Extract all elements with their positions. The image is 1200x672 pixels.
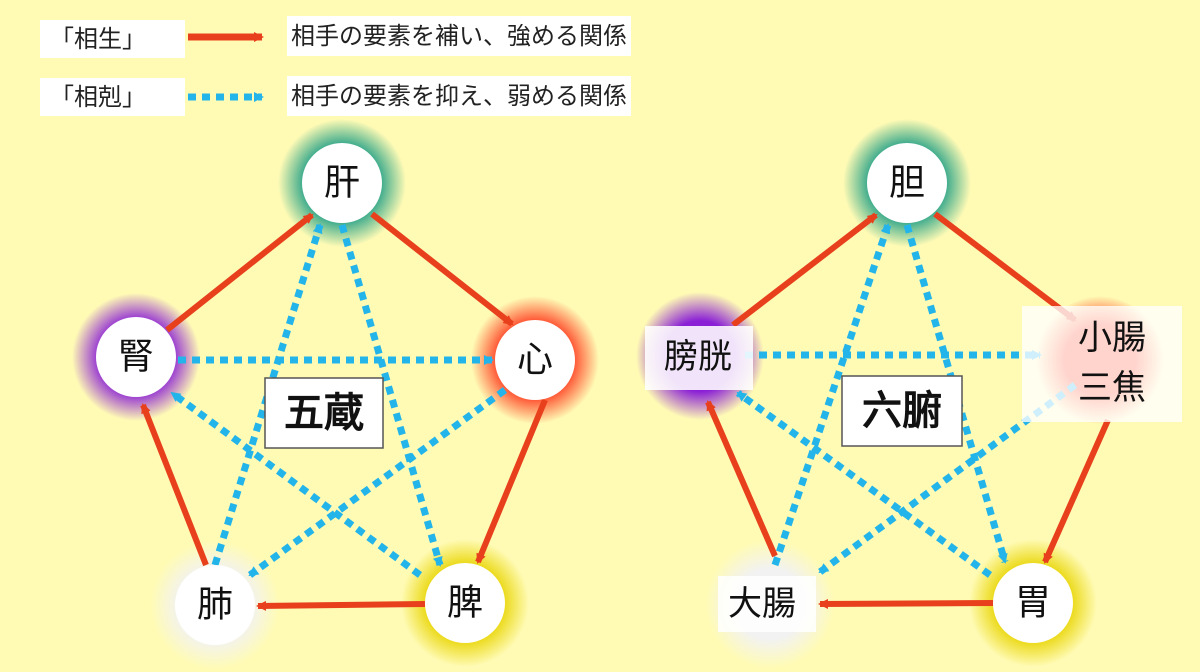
zang-metal-label: 肺 [197,585,233,626]
zang-wood-fire-arrow [370,211,514,327]
zang-water-wood-arrow [165,212,314,333]
fu-metal-wood-arrow [771,223,892,567]
legend-generating-term: 「相生」 [40,20,185,58]
fu-earth-label: 胃 [1015,583,1051,624]
zang-wood-earth-arrow [338,224,444,567]
zang-title-box [264,377,384,449]
fu-water-label: 膀胱 [664,337,732,377]
zang-earth-label: 脾 [447,583,483,624]
fu-fire-label-line1: 小腸 [1078,318,1146,358]
fu-water-node [645,326,753,390]
zang-fire-label: 心 [517,340,553,381]
fu-water-wood-arrow [731,212,878,328]
fu-fire-label-line2: 三焦 [1078,368,1146,408]
fu-diagram: 胆 小腸 三焦 胃 大腸 膀胱 六腑 [636,119,1182,668]
zang-title: 五蔵 [284,390,364,436]
zang-earth-metal-arrow [256,600,426,611]
fu-fire-earth-arrow [1042,418,1111,564]
fu-wood-label: 胆 [889,163,925,204]
zang-earth-water-arrow [169,390,423,578]
zang-water-label: 腎 [118,337,154,378]
legend-generating-description: 相手の要素を補い、強める関係 [287,16,631,56]
fu-earth-metal-arrow [818,598,994,609]
fu-metal-node [718,576,816,632]
zang-fire-earth-arrow [475,398,548,564]
fu-wood-node [867,143,947,223]
zang-wood-label: 肝 [324,163,360,204]
fu-fire-node [1022,306,1182,422]
legend-controlling-description: 相手の要素を抑え、弱める関係 [287,76,631,116]
zang-water-node [96,317,176,397]
fu-title: 六腑 [862,388,942,434]
fu-metal-water-arrow [705,400,778,558]
zang-wood-node [302,143,382,223]
legend-controlling-term: 「相剋」 [40,78,185,116]
fu-fire-metal-arrow [817,382,1078,575]
fu-wood-fire-arrow [933,211,1077,323]
zang-metal-wood-arrow [211,223,324,567]
fu-title-box [841,375,963,447]
zang-metal-water-arrow [140,403,209,567]
zang-diagram: 肝 心 脾 肺 腎 五蔵 [72,119,599,669]
fu-earth-water-arrow [735,390,993,578]
zang-fire-metal-arrow [247,387,508,578]
zang-metal-node [175,565,255,645]
zang-earth-node [425,563,505,643]
fu-earth-node [993,563,1073,643]
zang-fire-node [495,320,575,400]
fu-metal-label: 大腸 [728,584,796,624]
